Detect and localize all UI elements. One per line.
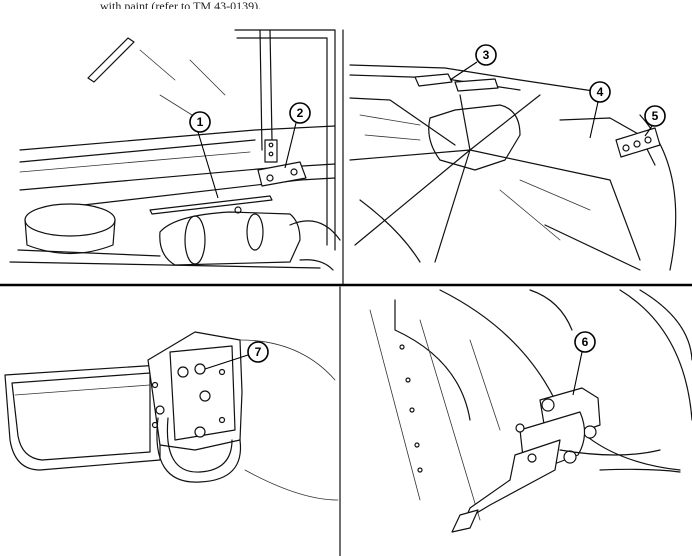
panel-bottom-right (369, 289, 692, 533)
callout-2: 2 (284, 102, 311, 169)
panel-top-right (349, 64, 677, 271)
callout-7: 7 (204, 341, 269, 370)
callout-3-label: 3 (483, 48, 490, 62)
panel-bottom-left (4, 331, 339, 501)
callout-4-label: 4 (597, 85, 604, 99)
callout-2-label: 2 (297, 106, 304, 120)
callout-6-label: 6 (582, 335, 589, 349)
callout-5: 5 (644, 105, 666, 137)
callout-6: 6 (572, 331, 596, 396)
callout-1: 1 (189, 111, 219, 199)
panel-top-left (9, 29, 341, 271)
callout-4: 4 (589, 81, 611, 139)
panel-dividers (0, 29, 692, 556)
header-text-fragment: with paint (refer to TM 43-0139). (100, 0, 262, 9)
callout-3: 3 (449, 44, 497, 81)
callout-5-label: 5 (652, 109, 659, 123)
callout-1-label: 1 (197, 115, 204, 129)
callout-7-label: 7 (255, 345, 262, 359)
